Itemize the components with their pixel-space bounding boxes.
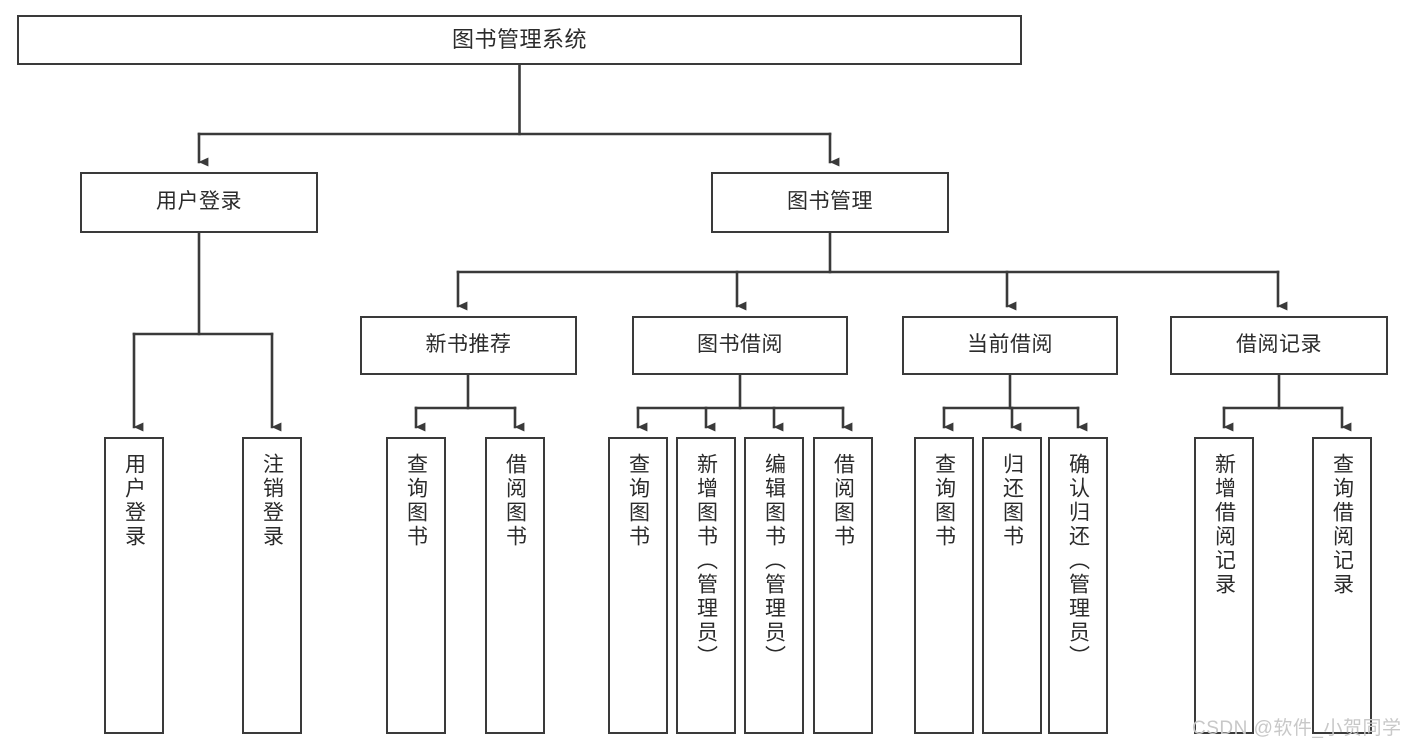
leaf-bb-query-book[interactable]: 查询图书 (608, 437, 668, 734)
leaf-br-query-record[interactable]: 查询借阅记录 (1312, 437, 1372, 734)
leaf-user-login-label: 用户登录 (122, 453, 146, 549)
leaf-cb-return-book[interactable]: 归还图书 (982, 437, 1042, 734)
leaf-logout-label: 注销登录 (260, 453, 284, 549)
node-user-login[interactable]: 用户登录 (80, 172, 318, 233)
leaf-bb-edit-book[interactable]: 编辑图书（管理员） (744, 437, 804, 734)
leaf-bb-borrow-book[interactable]: 借阅图书 (813, 437, 873, 734)
leaf-br-add-record-label: 新增借阅记录 (1212, 453, 1236, 597)
csdn-watermark: CSDN @软件_小贺同学 (1192, 718, 1402, 739)
leaf-nb-borrow-book[interactable]: 借阅图书 (485, 437, 545, 734)
leaf-nb-query-book[interactable]: 查询图书 (386, 437, 446, 734)
node-root-system-label: 图书管理系统 (451, 27, 587, 53)
node-user-login-label: 用户登录 (156, 190, 242, 214)
node-book-borrow[interactable]: 图书借阅 (632, 316, 848, 375)
leaf-bb-query-book-label: 查询图书 (626, 453, 650, 549)
leaf-cb-confirm-return-label: 确认归还（管理员） (1066, 453, 1090, 669)
leaf-bb-borrow-book-label: 借阅图书 (831, 453, 855, 549)
leaf-nb-query-book-label: 查询图书 (404, 453, 428, 549)
leaf-cb-return-book-label: 归还图书 (1000, 453, 1024, 549)
leaf-br-add-record[interactable]: 新增借阅记录 (1194, 437, 1254, 734)
node-borrow-record-label: 借阅记录 (1236, 333, 1322, 357)
node-current-borrow[interactable]: 当前借阅 (902, 316, 1118, 375)
leaf-bb-add-book[interactable]: 新增图书（管理员） (676, 437, 736, 734)
leaf-cb-confirm-return[interactable]: 确认归还（管理员） (1048, 437, 1108, 734)
leaf-cb-query-book[interactable]: 查询图书 (914, 437, 974, 734)
node-borrow-record[interactable]: 借阅记录 (1170, 316, 1388, 375)
node-new-book-recommend-label: 新书推荐 (425, 333, 512, 357)
node-book-borrow-label: 图书借阅 (697, 333, 783, 357)
node-root-system[interactable]: 图书管理系统 (17, 15, 1022, 65)
node-book-manage-label: 图书管理 (787, 190, 873, 214)
leaf-bb-edit-book-label: 编辑图书（管理员） (762, 453, 786, 669)
node-new-book-recommend[interactable]: 新书推荐 (360, 316, 577, 375)
leaf-br-query-record-label: 查询借阅记录 (1330, 453, 1354, 597)
leaf-cb-query-book-label: 查询图书 (932, 453, 956, 549)
leaf-bb-add-book-label: 新增图书（管理员） (694, 453, 718, 669)
leaf-user-login[interactable]: 用户登录 (104, 437, 164, 734)
node-current-borrow-label: 当前借阅 (967, 333, 1053, 357)
leaf-logout[interactable]: 注销登录 (242, 437, 302, 734)
leaf-nb-borrow-book-label: 借阅图书 (503, 453, 527, 549)
node-book-manage[interactable]: 图书管理 (711, 172, 949, 233)
